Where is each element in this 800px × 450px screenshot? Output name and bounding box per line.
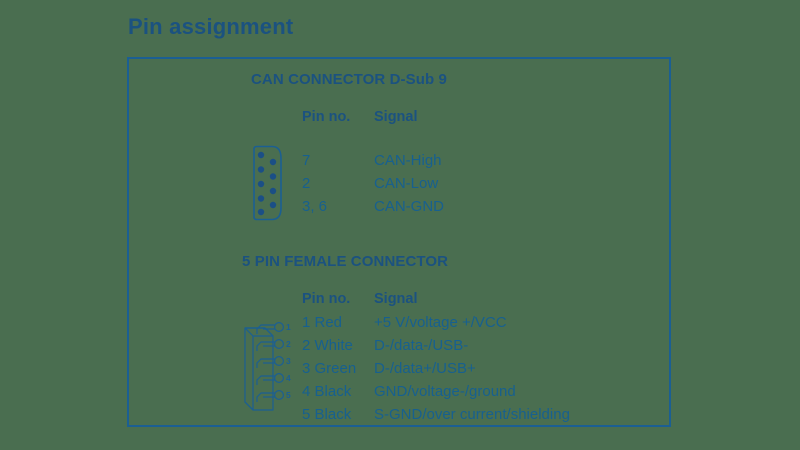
can-pin-signal: CAN-GND: [374, 198, 444, 215]
table-row: 2 White D-/data-/USB-: [302, 334, 570, 357]
can-pin-signal: CAN-Low: [374, 175, 439, 192]
page-title: Pin assignment: [128, 14, 294, 39]
five-pin-number: 4 Black: [302, 383, 352, 400]
can-column-header-pin: Pin no.: [302, 109, 351, 125]
five-pin-connector-heading: 5 PIN FEMALE CONNECTOR: [242, 253, 449, 270]
five-pin-female-connector-icon: 1 2 3 4 5: [243, 316, 293, 419]
table-row: 1 Red +5 V/voltage +/VCC: [302, 311, 570, 334]
can-pin-number: 3, 6: [302, 198, 328, 215]
can-pin-signal: CAN-High: [374, 152, 442, 169]
table-row: 4 Black GND/voltage-/ground: [302, 380, 570, 403]
five-pin-column-header-signal: Signal: [374, 291, 418, 307]
can-column-header-signal: Signal: [374, 109, 418, 125]
can-pin-number: 7: [302, 152, 311, 169]
can-connector-heading: CAN CONNECTOR D-Sub 9: [251, 71, 447, 88]
five-pin-number: 1 Red: [302, 314, 343, 331]
diagram-frame: CAN CONNECTOR D-Sub 9 Pin no. Signal 7 C…: [127, 57, 671, 427]
table-row: 5 Black S-GND/over current/shielding: [302, 403, 570, 426]
five-pin-signal: GND/voltage-/ground: [374, 383, 516, 400]
can-pin-table: 7 CAN-High 2 CAN-Low 3, 6 CAN-GND: [302, 149, 444, 218]
table-row: 2 CAN-Low: [302, 172, 444, 195]
table-row: 3 Green D-/data+/USB+: [302, 357, 570, 380]
five-pin-signal: D-/data+/USB+: [374, 360, 476, 377]
five-pin-signal: D-/data-/USB-: [374, 337, 469, 354]
five-pin-signal: +5 V/voltage +/VCC: [374, 314, 507, 331]
five-pin-number: 5 Black: [302, 406, 352, 423]
five-pin-table: 1 Red +5 V/voltage +/VCC 2 White D-/data…: [302, 311, 570, 426]
five-pin-signal: S-GND/over current/shielding: [374, 406, 570, 423]
five-pin-column-header-pin: Pin no.: [302, 291, 351, 307]
five-pin-number: 3 Green: [302, 360, 357, 377]
table-row: 7 CAN-High: [302, 149, 444, 172]
can-pin-number: 2: [302, 175, 311, 192]
five-pin-graphic-label-2: 2: [286, 339, 291, 349]
five-pin-number: 2 White: [302, 337, 353, 354]
five-pin-graphic-label-3: 3: [286, 356, 291, 366]
table-row: 3, 6 CAN-GND: [302, 195, 444, 218]
five-pin-graphic-label-1: 1: [286, 322, 291, 332]
five-pin-graphic-label-4: 4: [286, 373, 291, 383]
dsub9-connector-icon: [248, 145, 288, 226]
five-pin-graphic-label-5: 5: [286, 390, 291, 400]
